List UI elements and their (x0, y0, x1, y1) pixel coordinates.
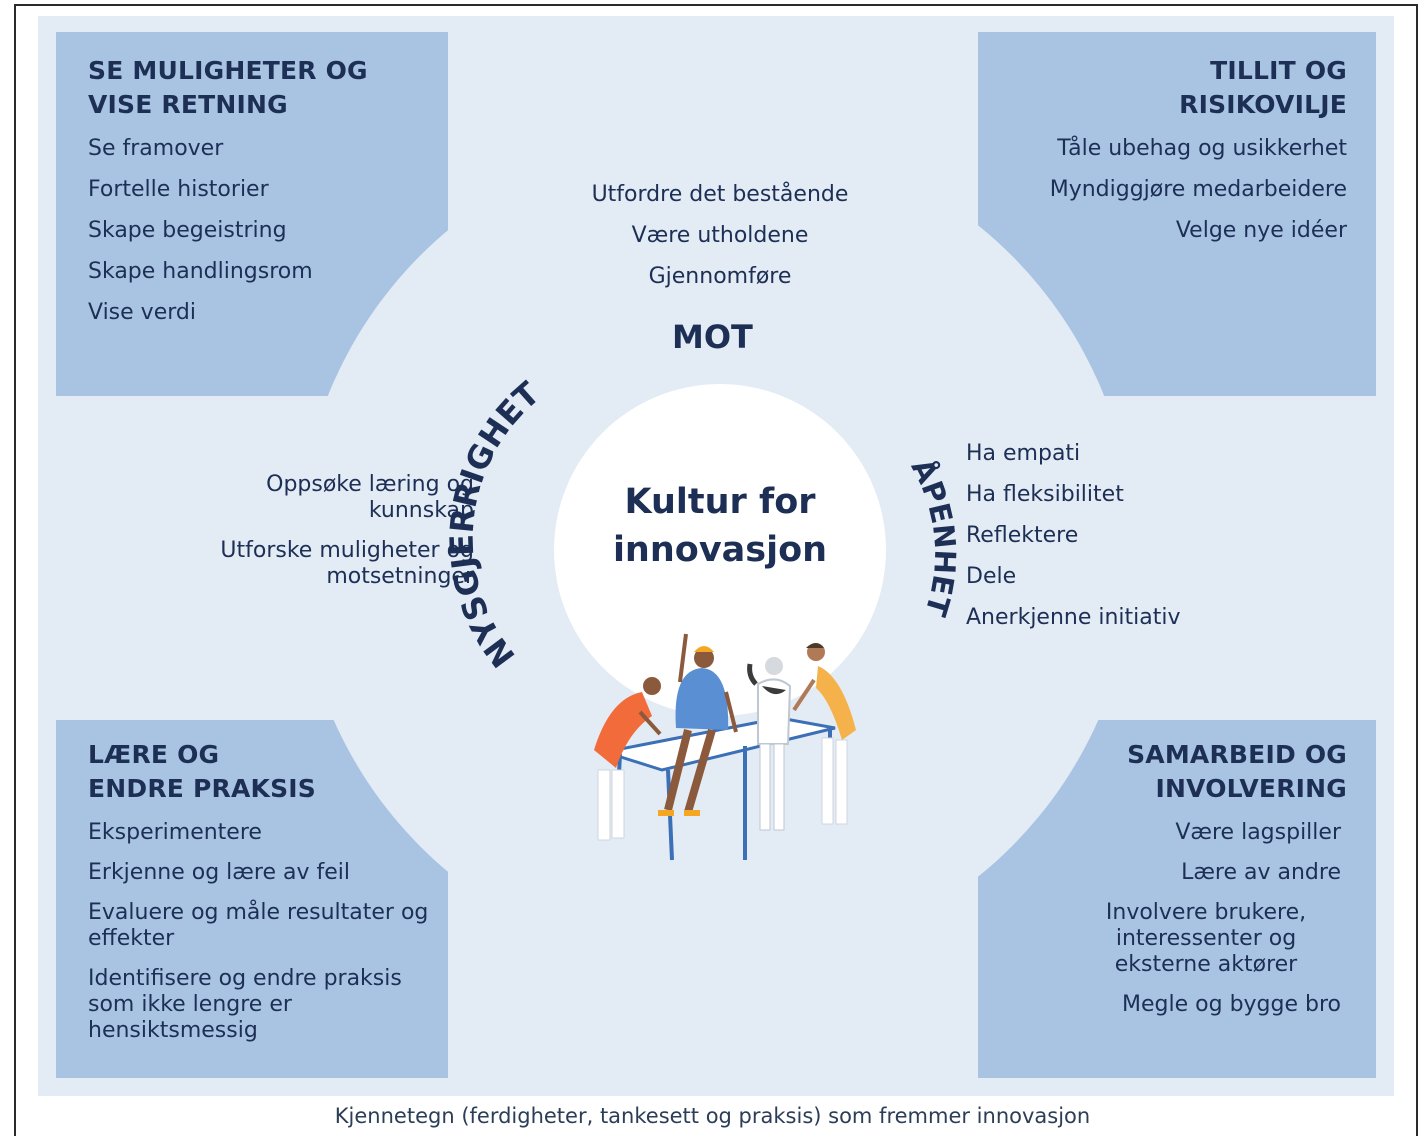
list-item: Megle og bygge bro (1122, 992, 1341, 1017)
list-item: Evaluere og måle resultater og effekter (88, 900, 429, 951)
list-item: Utforske muligheter og motsetninger (220, 538, 474, 589)
heading-line: SE MULIGHETER OG (88, 56, 368, 85)
list-item: Være utholdene (631, 223, 809, 248)
center-title-line: Kultur for (624, 482, 816, 522)
corner-heading-top-right: TILLIT OG RISIKOVILJE (1179, 54, 1347, 122)
list-item: Vise verdi (88, 300, 196, 325)
apenhet-label: ÅPENHET (905, 453, 963, 620)
list-item: Fortelle historier (88, 177, 269, 202)
list-item: Utfordre det bestående (591, 182, 849, 207)
corner-list-top-left: Se framover Fortelle historier Skape beg… (88, 136, 313, 341)
heading-line: ENDRE PRAKSIS (88, 774, 316, 803)
mot-label: MOT (672, 318, 753, 356)
apenhet-list: Ha empati Ha fleksibilitet Reflektere De… (966, 441, 1181, 646)
center-title: Kultur for innovasjon (570, 478, 870, 574)
person-orange (594, 677, 662, 841)
nysgjerrighet-list: Oppsøke læring og kunnskap Utforske muli… (194, 472, 474, 604)
person-white (747, 657, 792, 831)
list-item: Være lagspiller (1175, 820, 1341, 845)
list-item: Reflektere (966, 523, 1079, 548)
list-item: Velge nye idéer (1175, 218, 1347, 243)
list-item: Anerkjenne initiativ (966, 605, 1181, 630)
list-item: Involvere brukere, interessenter og ekst… (1105, 900, 1307, 977)
corner-list-bottom-right: Være lagspiller Lære av andre Involvere … (1071, 820, 1341, 1032)
heading-line: INVOLVERING (1155, 774, 1347, 803)
corner-heading-top-left: SE MULIGHETER OG VISE RETNING (88, 54, 368, 122)
list-item: Oppsøke læring og kunnskap (266, 472, 474, 523)
list-item: Identifisere og endre praksis som ikke l… (88, 966, 402, 1043)
list-item: Skape handlingsrom (88, 259, 313, 284)
list-item: Lære av andre (1181, 860, 1341, 885)
heading-line: LÆRE OG (88, 740, 220, 769)
heading-line: RISIKOVILJE (1179, 90, 1347, 119)
team-table-illustration (594, 633, 856, 861)
corner-heading-bottom-left: LÆRE OG ENDRE PRAKSIS (88, 738, 316, 806)
list-item: Erkjenne og lære av feil (88, 860, 350, 885)
center-circle (554, 384, 886, 716)
list-item: Se framover (88, 136, 224, 161)
corner-heading-bottom-right: SAMARBEID OG INVOLVERING (1127, 738, 1347, 806)
list-item: Gjennomføre (648, 264, 792, 289)
nysgjerrighet-label: NYSGJERRIGHET (443, 374, 547, 674)
list-item: Tåle ubehag og usikkerhet (1057, 136, 1347, 161)
list-item: Dele (966, 564, 1017, 589)
heading-line: SAMARBEID OG (1127, 740, 1347, 769)
center-title-line: innovasjon (612, 530, 828, 570)
list-item: Eksperimentere (88, 820, 262, 845)
corner-list-bottom-left: Eksperimentere Erkjenne og lære av feil … (88, 820, 438, 1058)
mot-list: Utfordre det bestående Være utholdene Gj… (560, 182, 880, 305)
figure-caption: Kjennetegn (ferdigheter, tankesett og pr… (334, 1104, 1091, 1128)
list-item: Ha fleksibilitet (966, 482, 1124, 507)
list-item: Ha empati (966, 441, 1081, 466)
person-blue (658, 633, 738, 816)
list-item: Skape begeistring (88, 218, 287, 243)
person-yellow (792, 643, 856, 825)
heading-line: VISE RETNING (88, 90, 288, 119)
list-item: Myndiggjøre medarbeidere (1049, 177, 1347, 202)
corner-list-top-right: Tåle ubehag og usikkerhet Myndiggjøre me… (1050, 136, 1347, 259)
heading-line: TILLIT OG (1210, 56, 1347, 85)
